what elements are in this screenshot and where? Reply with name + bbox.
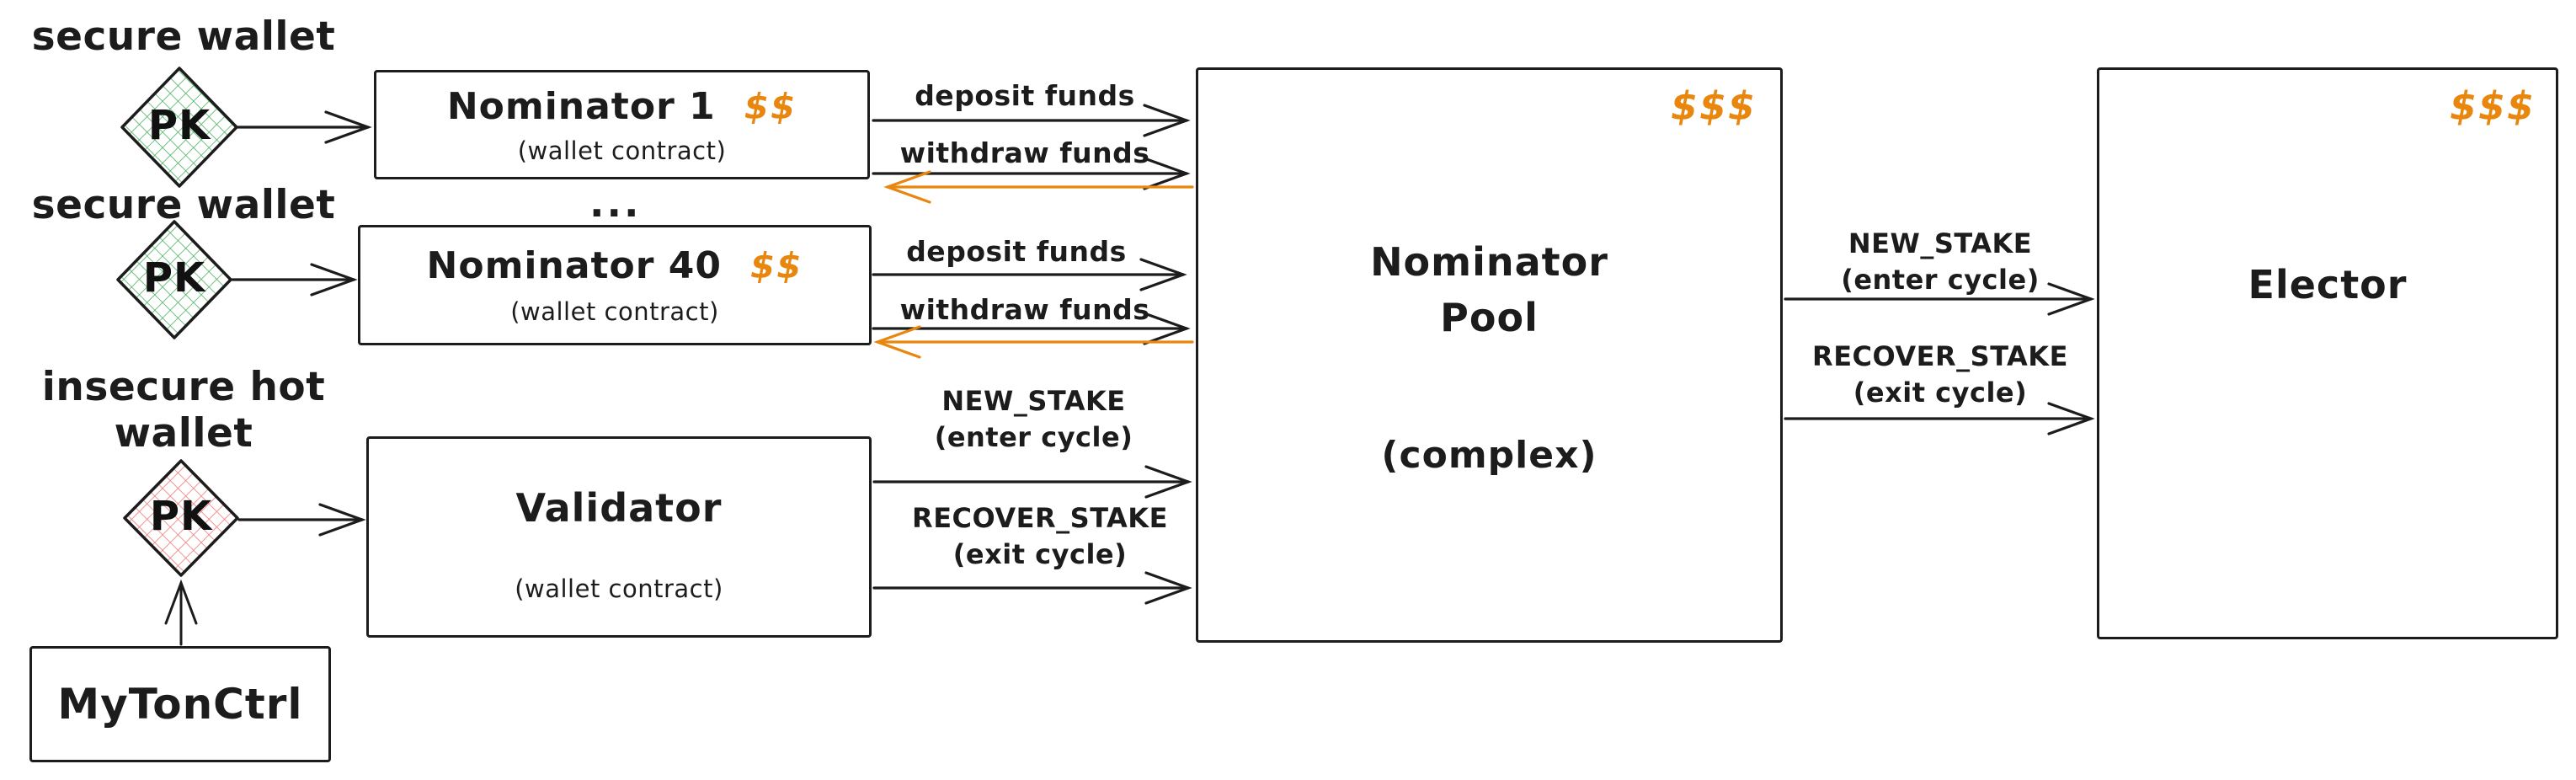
arrow-deposit-2 bbox=[872, 258, 1187, 291]
arrow-recover-stake-right bbox=[1784, 402, 2095, 435]
arrow-deposit-1 bbox=[872, 104, 1191, 137]
arrow-recover-stake-mid bbox=[872, 571, 1192, 605]
recover-stake-mid-line2: (exit cycle) bbox=[952, 538, 1128, 570]
insecure-hot-wallet-label: insecure hot wallet bbox=[15, 364, 352, 457]
secure-wallet-label-2: secure wallet bbox=[31, 182, 336, 228]
recover-stake-mid-line1: RECOVER_STAKE bbox=[912, 502, 1168, 534]
validator-title: Validator bbox=[515, 485, 723, 531]
insecure-hot-wallet-line1: insecure hot bbox=[41, 364, 326, 410]
pool-title: Nominator Pool bbox=[1370, 234, 1608, 345]
pool-money-badge: $$$ bbox=[1670, 83, 1757, 129]
new-stake-right-line2: (enter cycle) bbox=[1841, 264, 2040, 296]
new-stake-mid-line1: NEW_STAKE bbox=[941, 385, 1126, 417]
nominator40-title: Nominator 40 bbox=[426, 244, 723, 287]
arrow-new-stake-right bbox=[1784, 282, 2095, 316]
arrow-withdraw-return-1 bbox=[883, 170, 1194, 204]
pk-diamond-insecure bbox=[123, 459, 239, 577]
pool-subtitle: (complex) bbox=[1381, 433, 1597, 477]
pool-title-line2: Pool bbox=[1440, 294, 1539, 340]
nominator1-money-badge: $$ bbox=[744, 85, 797, 127]
nominator-pool-box: $$$ Nominator Pool (complex) bbox=[1196, 67, 1783, 643]
recover-stake-mid-label: RECOVER_STAKE (exit cycle) bbox=[876, 500, 1204, 573]
recover-stake-right-label: RECOVER_STAKE (exit cycle) bbox=[1789, 339, 2092, 411]
elector-money-badge: $$$ bbox=[2449, 83, 2536, 129]
new-stake-right-label: NEW_STAKE (enter cycle) bbox=[1789, 226, 2092, 298]
nominator1-subtitle: (wallet contract) bbox=[517, 136, 727, 165]
nominator40-subtitle: (wallet contract) bbox=[510, 297, 719, 326]
arrow-withdraw-return-2 bbox=[873, 325, 1194, 359]
validator-subtitle: (wallet contract) bbox=[515, 574, 723, 603]
new-stake-right-line1: NEW_STAKE bbox=[1848, 227, 2033, 259]
mytonctrl-title: MyTonCtrl bbox=[57, 680, 303, 729]
withdraw-funds-label-2: withdraw funds bbox=[899, 293, 1150, 326]
pk-diamond-secure-2 bbox=[116, 220, 232, 339]
nominator40-money-badge: $$ bbox=[750, 245, 803, 286]
nominator40-title-row: Nominator 40 $$ bbox=[427, 244, 803, 287]
insecure-hot-wallet-line2: wallet bbox=[114, 410, 253, 457]
nominator40-box: Nominator 40 $$ (wallet contract) bbox=[358, 225, 872, 345]
recover-stake-right-line2: (exit cycle) bbox=[1853, 377, 2028, 409]
pk-diamond-secure-1 bbox=[120, 67, 238, 188]
nominator1-title: Nominator 1 bbox=[446, 84, 716, 128]
secure-wallet-label-1: secure wallet bbox=[31, 13, 336, 60]
elector-title: Elector bbox=[2248, 262, 2408, 307]
arrow-pk1-to-nominator1 bbox=[237, 110, 372, 144]
nominator1-title-row: Nominator 1 $$ bbox=[447, 85, 797, 128]
pool-title-line1: Nominator bbox=[1370, 238, 1608, 285]
deposit-funds-label-2: deposit funds bbox=[906, 235, 1127, 268]
elector-box: $$$ Elector bbox=[2097, 67, 2558, 639]
arrow-mytonctrl-to-pk bbox=[164, 579, 198, 646]
new-stake-mid-label: NEW_STAKE (enter cycle) bbox=[876, 383, 1192, 456]
arrow-pk2-to-nominator40 bbox=[231, 263, 358, 297]
pk-label-2: PK bbox=[142, 254, 206, 302]
arrow-withdraw-2 bbox=[872, 312, 1191, 345]
validator-box: Validator (wallet contract) bbox=[366, 436, 872, 638]
pk-label-1: PK bbox=[147, 101, 211, 149]
arrow-new-stake-mid bbox=[872, 465, 1192, 499]
arrow-pk-to-validator bbox=[237, 503, 366, 537]
new-stake-mid-line2: (enter cycle) bbox=[934, 421, 1133, 453]
deposit-funds-label-1: deposit funds bbox=[915, 79, 1135, 112]
pk-label-3: PK bbox=[149, 492, 213, 540]
nominators-ellipsis: ... bbox=[589, 180, 642, 226]
nominator1-box: Nominator 1 $$ (wallet contract) bbox=[374, 70, 870, 179]
mytonctrl-box: MyTonCtrl bbox=[29, 646, 331, 762]
withdraw-funds-label-1: withdraw funds bbox=[899, 136, 1150, 169]
recover-stake-right-line1: RECOVER_STAKE bbox=[1812, 340, 2068, 372]
